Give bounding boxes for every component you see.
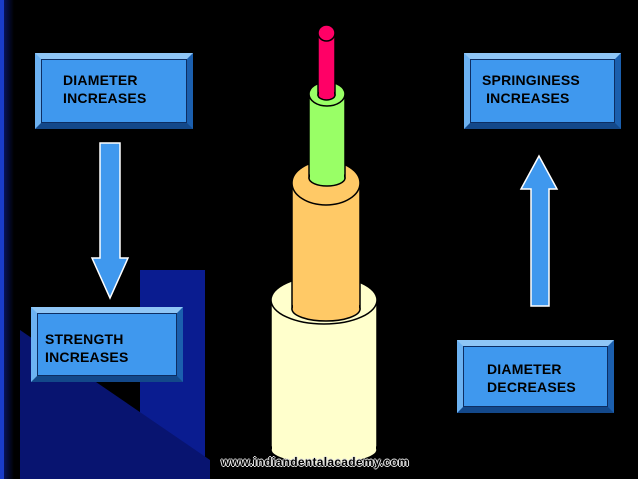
springiness-increases-box: SPRINGINESS INCREASES [464,53,621,129]
diameter-decreases-box: DIAMETER DECREASES [457,340,614,413]
down-arrow [90,142,130,300]
cylinder-segment-3 [308,81,346,187]
diameter-increases-label: DIAMETER INCREASES [63,72,147,106]
watermark: www.indiandentalacademy.com [221,455,410,469]
strength-increases-box: STRENGTH INCREASES [31,307,183,382]
up-arrow [519,154,559,307]
strength-increases-label: STRENGTH INCREASES [45,331,129,365]
diameter-decreases-label: DIAMETER DECREASES [487,361,576,395]
diameter-increases-box: DIAMETER INCREASES [35,53,193,129]
cylinder-segment-4 [317,24,336,101]
springiness-increases-label: SPRINGINESS INCREASES [482,72,580,106]
